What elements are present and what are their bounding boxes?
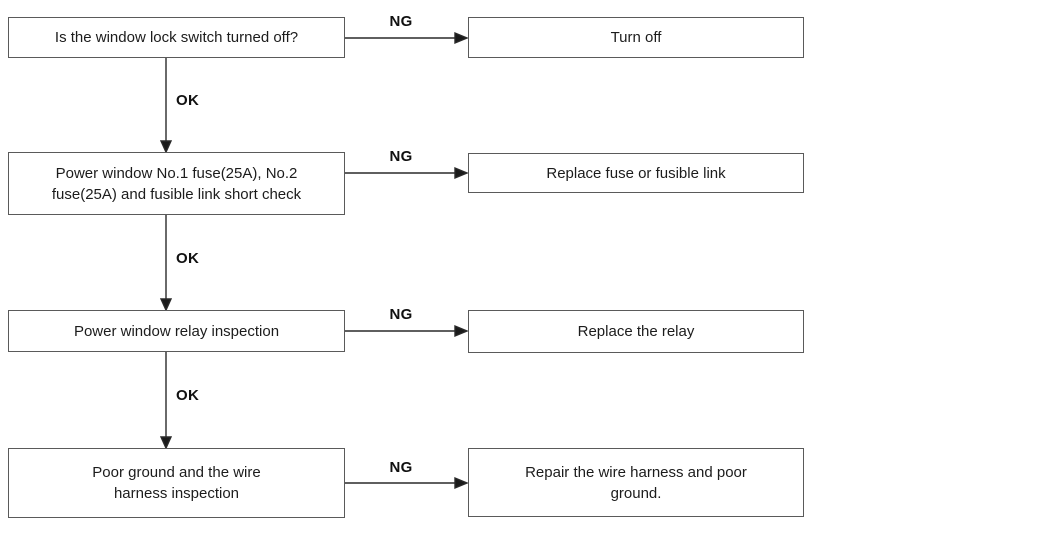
ok-connector-2: [159, 215, 173, 312]
check-box-fuse: Power window No.1 fuse(25A), No.2 fuse(2…: [8, 152, 345, 215]
action-text: Turn off: [610, 29, 662, 46]
check-box-ground-harness: Poor ground and the wire harness inspect…: [8, 448, 345, 518]
ng-connector-4: [345, 476, 469, 490]
ok-label-1: OK: [176, 92, 200, 109]
ok-label-2: OK: [176, 250, 200, 267]
action-box-turn-off: Turn off: [468, 17, 804, 58]
ok-label-3: OK: [176, 387, 200, 404]
action-text: Repair the wire harness and poor ground.: [525, 463, 747, 502]
check-text: Power window No.1 fuse(25A), No.2 fuse(2…: [51, 164, 302, 203]
check-box-window-lock: Is the window lock switch turned off?: [8, 17, 345, 58]
action-text: Replace fuse or fusible link: [546, 164, 726, 182]
action-box-repair-harness: Repair the wire harness and poor ground.: [468, 448, 804, 517]
ng-label-2: NG: [389, 148, 413, 165]
ng-connector-3: [345, 324, 469, 338]
ng-label-1: NG: [389, 13, 413, 30]
check-box-relay: Power window relay inspection: [8, 310, 345, 352]
check-text: Is the window lock switch turned off?: [54, 29, 299, 46]
action-box-replace-relay: Replace the relay: [468, 310, 804, 353]
check-text: Poor ground and the wire harness inspect…: [92, 464, 261, 502]
ok-connector-3: [159, 352, 173, 450]
ok-connector-1: [159, 58, 173, 154]
ng-connector-1: [345, 31, 469, 45]
ng-connector-2: [345, 166, 469, 180]
action-text: Replace the relay: [577, 323, 695, 340]
check-text: Power window relay inspection: [73, 322, 280, 340]
ng-label-3: NG: [389, 306, 413, 323]
action-box-replace-fuse: Replace fuse or fusible link: [468, 153, 804, 193]
ng-label-4: NG: [389, 459, 413, 476]
